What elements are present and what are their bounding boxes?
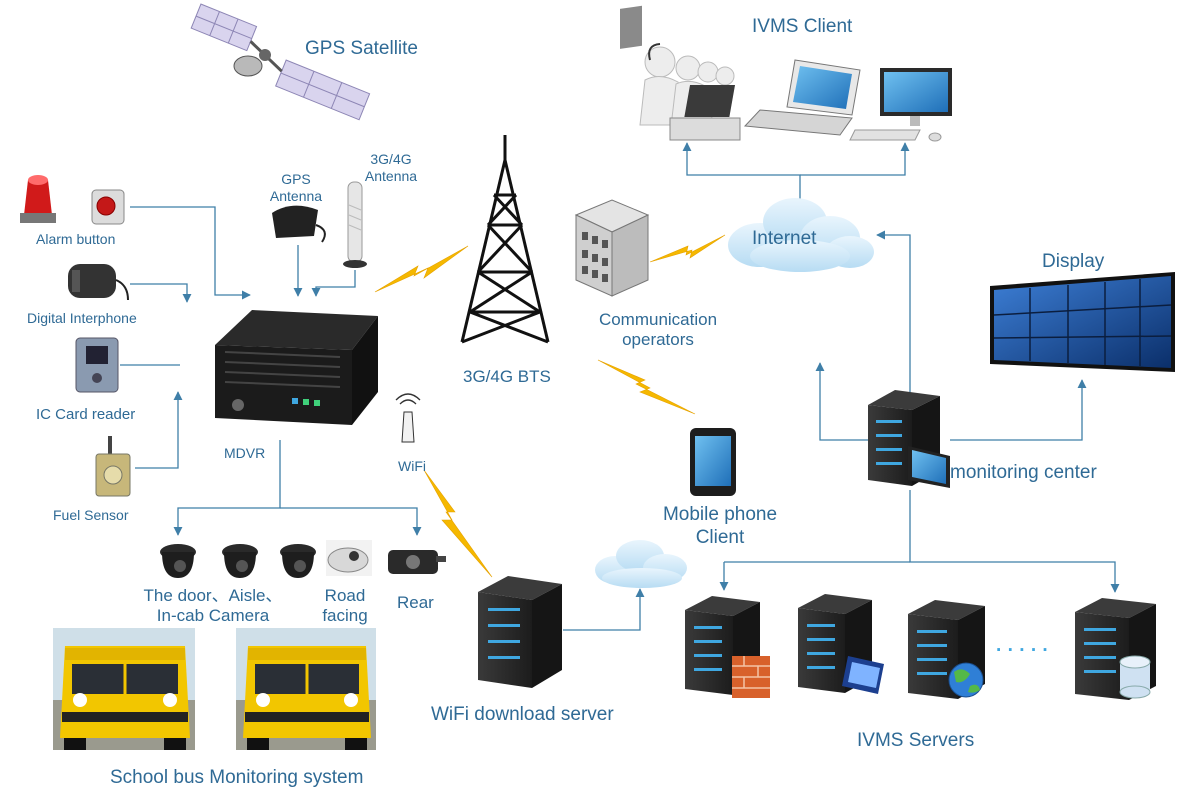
ivms-client-icons (620, 5, 952, 142)
digital-interphone-label: Digital Interphone (27, 310, 137, 326)
wifi-download-server-icon (478, 576, 562, 688)
film-strip-icon (842, 656, 884, 694)
alarm-button-icon (91, 189, 125, 225)
wifi-label: WiFi (398, 458, 426, 474)
gps-antenna-label: GPS Antenna (269, 171, 323, 204)
globe-icon (948, 662, 984, 698)
media-server-icon (798, 594, 884, 694)
connector-wifiserver-cloud (563, 588, 645, 631)
ic-card-reader-label: IC Card reader (36, 406, 136, 423)
gps-satellite-icon (190, 3, 371, 121)
connector-interphone-mdvr (130, 283, 192, 303)
cameras-door-aisle-label: The door、Aisle、 In-cab Camera (143, 586, 283, 626)
lightning-icon (423, 469, 493, 578)
web-server-icon (908, 600, 985, 699)
gps-antenna-icon (272, 205, 326, 243)
lightning-icon (597, 359, 696, 415)
connector-alarm-mdvr (130, 206, 251, 300)
bts-tower-icon (460, 135, 550, 344)
internet-label: Internet (752, 228, 817, 249)
firewall-icon (732, 656, 770, 698)
wifi-download-server-label: WiFi download server (431, 704, 614, 725)
video-wall-display-icon (990, 272, 1175, 372)
mdvr-device-icon (215, 310, 378, 425)
fuel-sensor-icon (95, 436, 131, 497)
wireless-links (374, 234, 726, 578)
3g-4g-antenna-icon (343, 181, 367, 268)
connector-monitoring-display (950, 379, 1087, 441)
communication-building-icon (574, 199, 650, 297)
database-icon (1119, 655, 1151, 699)
school-bus-photo (53, 628, 195, 750)
connector-lines (120, 142, 1120, 631)
database-server-icon (1075, 598, 1156, 700)
display-label: Display (1042, 251, 1105, 272)
mdvr-label: MDVR (224, 445, 266, 461)
school-bus-photo (236, 628, 376, 750)
desktop-computer-icon (849, 68, 952, 142)
connector-internet-clients (682, 142, 801, 200)
lightning-icon (649, 234, 726, 263)
alarm-light-icon (20, 175, 56, 223)
cloud-icon (595, 540, 687, 588)
interphone-icon (68, 264, 129, 301)
rear-camera-icon (388, 550, 446, 574)
3g-4g-antenna-label: 3G/4G Antenna (364, 151, 418, 184)
call-center-icon (620, 5, 741, 141)
fuel-sensor-label: Fuel Sensor (53, 507, 129, 523)
lightning-icon (374, 245, 469, 293)
connector-fuel-mdvr (135, 391, 183, 469)
connector-monitoring-internet (876, 230, 911, 395)
gps-satellite-label: GPS Satellite (305, 38, 418, 59)
mobile-phone-client-label: Mobile phone Client (662, 504, 778, 548)
school-bus-system-label: School bus Monitoring system (110, 767, 364, 788)
internet-cloud-icon (728, 198, 874, 272)
monitoring-center-server-icon (868, 390, 950, 488)
camera-road-facing-label: Road facing (322, 586, 368, 626)
connector-monitoring-servers (909, 490, 1120, 593)
connector-3g-antenna-mdvr (311, 270, 356, 297)
ic-card-reader-icon (75, 337, 119, 393)
dome-camera-icon (280, 544, 316, 578)
ivms-servers-label: IVMS Servers (857, 730, 975, 751)
alarm-button-label: Alarm button (36, 231, 116, 247)
ivms-client-label: IVMS Client (752, 16, 853, 37)
bts-label: 3G/4G BTS (463, 367, 551, 386)
communication-operators-label: Communication operators (598, 310, 718, 350)
dome-camera-icon (160, 544, 196, 578)
monitoring-center-label: monitoring center (950, 462, 1097, 483)
firewall-server-icon (685, 596, 770, 698)
connector-monitoring-left (815, 362, 868, 441)
camera-rear-label: Rear (397, 593, 434, 612)
server-ellipsis: · · · · · (996, 640, 1049, 661)
mobile-phone-icon (690, 428, 736, 496)
road-facing-camera-icon (326, 540, 372, 576)
laptop-icon (743, 59, 861, 136)
dome-camera-icon (222, 544, 258, 578)
wifi-antenna-icon (395, 393, 421, 443)
connector-mdvr-cameras (173, 440, 281, 536)
